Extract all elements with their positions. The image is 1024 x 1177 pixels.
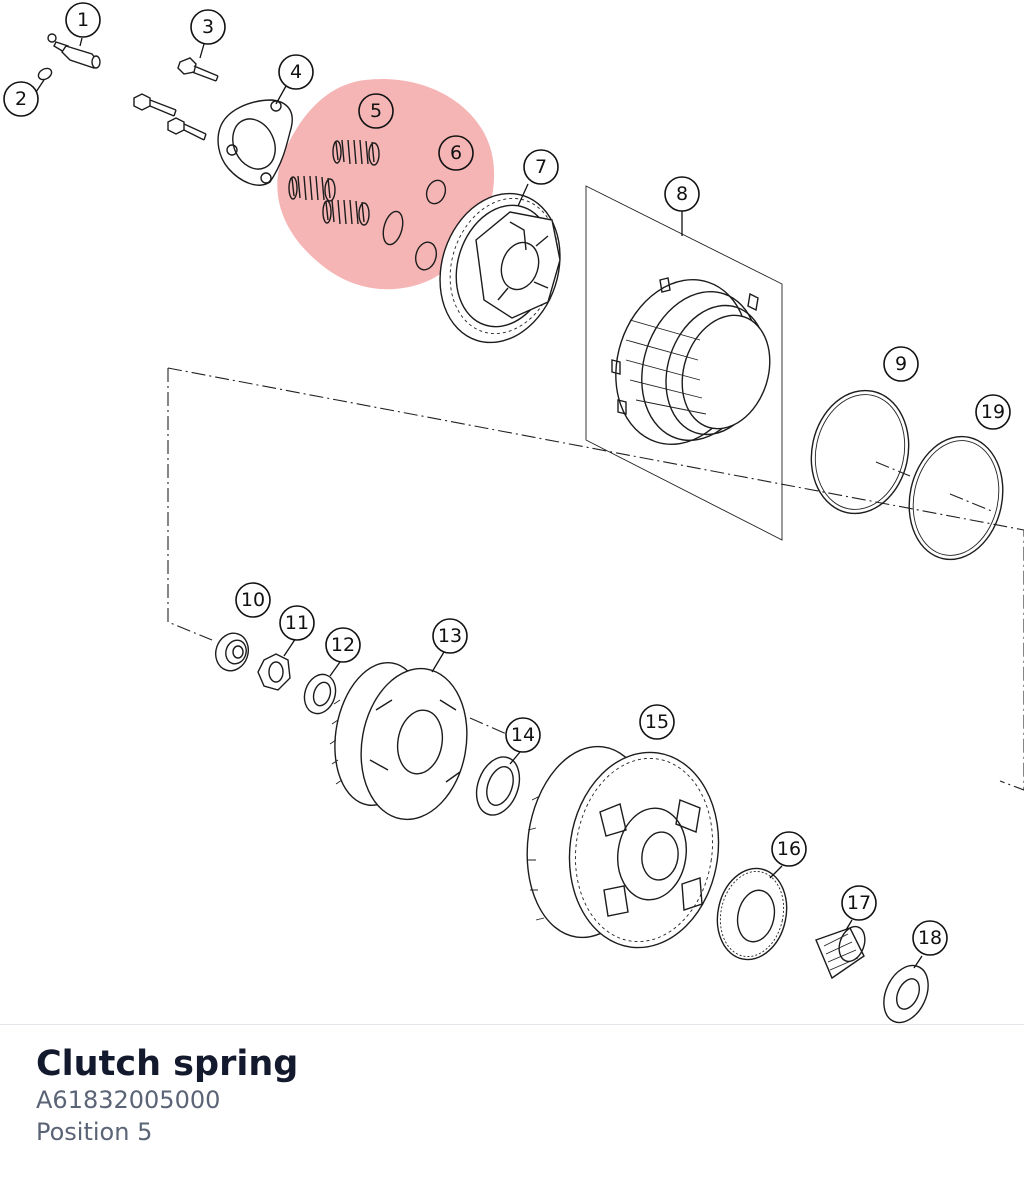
svg-text:15: 15 [645, 711, 669, 733]
callout-10: 10 [235, 582, 271, 618]
svg-text:5: 5 [370, 100, 382, 122]
callout-4: 4 [278, 54, 314, 90]
callout-16: 16 [771, 831, 807, 867]
part-15-clutch-basket [526, 745, 720, 949]
part-11-nut [257, 653, 291, 691]
part-14-thrust-washer [475, 756, 521, 816]
callout-18: 18 [912, 920, 948, 956]
svg-text:2: 2 [15, 88, 27, 110]
part-17-needle-bearing [815, 925, 866, 980]
svg-text:8: 8 [676, 183, 688, 205]
part-6-retaining-rings [382, 179, 447, 271]
callout-17: 17 [841, 885, 877, 921]
part-12-washer [303, 673, 337, 715]
part-9-ring-inner [814, 394, 906, 510]
part-number: A61832005000 [36, 1086, 221, 1114]
part-1-bleed-screw [47, 33, 101, 69]
part-name: Clutch spring [36, 1044, 299, 1084]
part-13-clutch-hub [329, 661, 468, 821]
svg-text:16: 16 [777, 838, 801, 860]
svg-text:10: 10 [241, 589, 265, 611]
assembly-dashdot-outline [167, 367, 1024, 791]
part-bolts [133, 93, 207, 141]
ring-axis-dashdot [875, 461, 995, 513]
part-10-bearing [214, 632, 250, 672]
callout-6: 6 [438, 135, 474, 171]
callout-11: 11 [279, 605, 315, 641]
callout-14: 14 [505, 717, 541, 753]
exploded-parts-diagram: 1 2 3 4 5 6 7 8 9 10 11 12 13 14 15 16 1… [3, 2, 1024, 1024]
part-2-o-ring [37, 67, 53, 81]
callout-7: 7 [523, 149, 559, 185]
part-19-ring [908, 435, 1004, 561]
leader-lines [35, 37, 923, 969]
part-19-ring-inner [912, 440, 1000, 556]
callout-8: 8 [664, 176, 700, 212]
svg-text:9: 9 [895, 353, 907, 375]
callout-13: 13 [432, 618, 468, 654]
svg-text:7: 7 [535, 156, 547, 178]
part-info: Clutch spring A61832005000 Position 5 [36, 1044, 298, 1148]
callout-5: 5 [358, 93, 394, 129]
callout-12: 12 [325, 627, 361, 663]
callout-1: 1 [65, 2, 101, 38]
svg-text:1: 1 [77, 9, 89, 31]
svg-text:13: 13 [438, 625, 462, 647]
callout-3: 3 [190, 9, 226, 45]
svg-text:17: 17 [847, 892, 871, 914]
callout-15: 15 [639, 704, 675, 740]
svg-text:4: 4 [290, 61, 302, 83]
callout-19: 19 [975, 394, 1011, 430]
svg-text:12: 12 [331, 634, 355, 656]
svg-text:19: 19 [981, 401, 1005, 423]
callout-2: 2 [3, 81, 39, 117]
part-7-pressure-plate [439, 192, 561, 344]
part-18-washer [883, 964, 929, 1024]
part-position: Position 5 [36, 1118, 153, 1146]
part-9-ring [810, 389, 910, 515]
svg-text:6: 6 [450, 142, 462, 164]
part-4-cover-plate [217, 99, 293, 186]
part-16-gear [716, 867, 788, 961]
section-divider [0, 1024, 1024, 1025]
part-8-clutch-pack [585, 185, 783, 541]
part-3-bolt [177, 57, 219, 82]
svg-text:18: 18 [918, 927, 942, 949]
part-5-clutch-springs [288, 139, 380, 226]
svg-text:14: 14 [511, 724, 535, 746]
svg-text:3: 3 [202, 16, 214, 38]
svg-text:11: 11 [285, 612, 309, 634]
highlight-region [277, 78, 495, 290]
callout-9: 9 [883, 346, 919, 382]
